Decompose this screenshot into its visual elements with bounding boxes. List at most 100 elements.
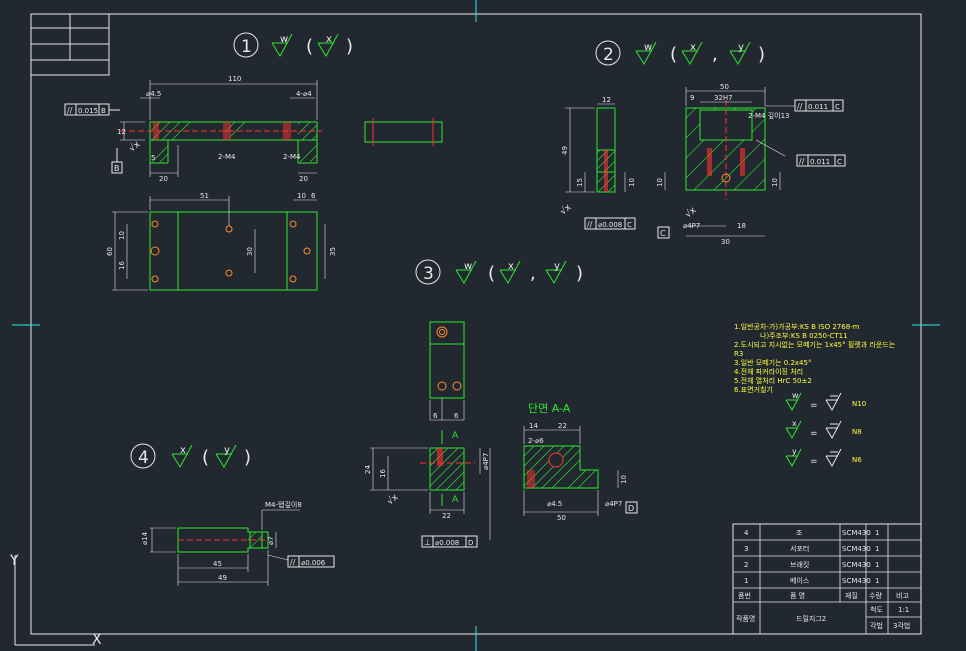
svg-text:품 명: 품 명 <box>790 591 805 600</box>
svg-text:0.015: 0.015 <box>78 107 98 115</box>
svg-text:16: 16 <box>118 261 126 270</box>
svg-text:2-M4: 2-M4 <box>283 153 301 161</box>
svg-text:y: y <box>554 261 560 272</box>
svg-text:3: 3 <box>744 545 748 553</box>
svg-text:5.전체 열처리 HrC 50±2: 5.전체 열처리 HrC 50±2 <box>734 376 812 385</box>
svg-text:SCM430: SCM430 <box>842 545 871 553</box>
svg-text:D: D <box>628 504 634 513</box>
svg-text:35: 35 <box>329 247 337 256</box>
svg-text:30: 30 <box>721 238 730 246</box>
part3-top-view: 6 6 A <box>429 321 465 444</box>
part3-front-view: 22 24 16 ⌀4P7 A √x ⊥ ⌀0.008 D <box>364 447 491 548</box>
svg-text:2-M4 깊이13: 2-M4 깊이13 <box>748 111 790 120</box>
svg-text:x: x <box>508 261 514 272</box>
svg-text:49: 49 <box>561 146 569 155</box>
svg-text:30: 30 <box>246 247 254 256</box>
svg-text:2: 2 <box>603 45 614 65</box>
svg-text:32H7: 32H7 <box>714 94 733 102</box>
svg-text:,: , <box>530 263 536 284</box>
svg-text:조: 조 <box>796 529 803 537</box>
svg-text:45: 45 <box>213 560 222 568</box>
svg-text:⊥: ⊥ <box>424 538 431 547</box>
tolerance-frame-perp1: // ⌀0.008 C <box>584 217 636 230</box>
tolerance-frame-3: // 0.011 C <box>796 154 846 167</box>
svg-text:√x: √x <box>385 491 401 507</box>
svg-text:A: A <box>452 495 459 505</box>
svg-text:B: B <box>114 164 120 173</box>
svg-text:50: 50 <box>557 514 566 522</box>
svg-text://: // <box>797 102 803 111</box>
svg-text:0.011: 0.011 <box>810 158 830 166</box>
svg-text:척도: 척도 <box>870 606 883 614</box>
ucs-icon: Y X <box>9 553 102 648</box>
svg-text:1: 1 <box>875 545 879 553</box>
datum-b: B <box>111 148 123 174</box>
svg-text:50: 50 <box>720 83 729 91</box>
svg-text:1: 1 <box>875 529 879 537</box>
svg-text:1: 1 <box>744 577 748 585</box>
svg-text:=: = <box>810 401 818 411</box>
svg-text:단면 A-A: 단면 A-A <box>528 402 571 415</box>
part1-front-view: 110 ⌀4.5 4-⌀4 12 5 20 20 2-M4 2-M4 // 0.… <box>64 75 443 183</box>
svg-text://: // <box>587 220 593 229</box>
section-view-a: 단면 A-A 14 22 2-⌀6 ⌀4.5 50 10 ⌀4P7 D <box>523 402 638 522</box>
svg-text:51: 51 <box>200 192 209 200</box>
svg-text:20: 20 <box>159 175 168 183</box>
svg-text:SCM430: SCM430 <box>842 577 871 585</box>
svg-text:10: 10 <box>118 231 126 240</box>
revision-table <box>30 13 158 76</box>
svg-text:(: ( <box>306 36 313 57</box>
svg-text:M4-탭깊이8: M4-탭깊이8 <box>265 500 302 509</box>
svg-text:A: A <box>452 431 459 441</box>
svg-text:y: y <box>792 447 797 456</box>
svg-text:C: C <box>837 158 842 166</box>
svg-text:품번: 품번 <box>738 591 751 600</box>
svg-text:(: ( <box>488 263 495 284</box>
roughness-legend: w = N10 x = N8 y = N6 <box>785 391 866 468</box>
svg-text:2-M4: 2-M4 <box>218 153 236 161</box>
svg-text:Y: Y <box>9 553 19 569</box>
svg-text:4-⌀4: 4-⌀4 <box>296 90 312 98</box>
svg-text:비고: 비고 <box>896 591 909 600</box>
svg-text:12: 12 <box>602 96 611 104</box>
svg-text:1: 1 <box>875 561 879 569</box>
svg-text:): ) <box>346 36 353 57</box>
svg-text:SCM430: SCM430 <box>842 529 871 537</box>
svg-text://: // <box>67 106 73 115</box>
svg-text:110: 110 <box>228 75 241 83</box>
svg-text:6: 6 <box>311 192 316 200</box>
svg-text://: // <box>799 157 805 166</box>
svg-text:D: D <box>468 539 473 547</box>
svg-text:16: 16 <box>379 469 387 478</box>
svg-text:4: 4 <box>744 529 749 537</box>
svg-text:(: ( <box>202 447 209 468</box>
svg-text:⌀4P7: ⌀4P7 <box>605 500 622 508</box>
part4-front-view: ⌀14 M4-탭깊이8 45 49 ⌀7 // ⌀0.006 <box>141 500 335 586</box>
svg-text:x: x <box>326 34 332 45</box>
svg-text:⌀7: ⌀7 <box>267 536 275 545</box>
svg-text:1: 1 <box>875 577 879 585</box>
svg-text:5: 5 <box>151 154 155 162</box>
svg-text:1: 1 <box>241 37 252 57</box>
svg-text:): ) <box>244 447 251 468</box>
svg-text:SCM430: SCM430 <box>842 561 871 569</box>
svg-text:√x: √x <box>558 201 574 217</box>
svg-text:18: 18 <box>737 222 746 230</box>
svg-text:,: , <box>712 44 718 65</box>
svg-text:브래킷: 브래킷 <box>790 560 809 569</box>
svg-text:서포터: 서포터 <box>790 544 809 553</box>
svg-text:12: 12 <box>117 128 126 136</box>
svg-text:20: 20 <box>299 175 308 183</box>
svg-text:작품명: 작품명 <box>736 614 755 623</box>
svg-text:y: y <box>224 445 230 456</box>
svg-text:N10: N10 <box>852 400 866 408</box>
svg-text:22: 22 <box>558 422 567 430</box>
svg-text:수량: 수량 <box>869 592 882 600</box>
svg-text:나)주조부:KS B 0250-CT11: 나)주조부:KS B 0250-CT11 <box>760 331 848 340</box>
part2-side-view: 12 49 15 10 √x // ⌀0.008 C <box>558 96 636 230</box>
svg-text:X: X <box>92 632 102 648</box>
svg-text:C: C <box>835 103 840 111</box>
svg-text:2-⌀6: 2-⌀6 <box>528 437 544 445</box>
svg-text:14: 14 <box>529 422 538 430</box>
